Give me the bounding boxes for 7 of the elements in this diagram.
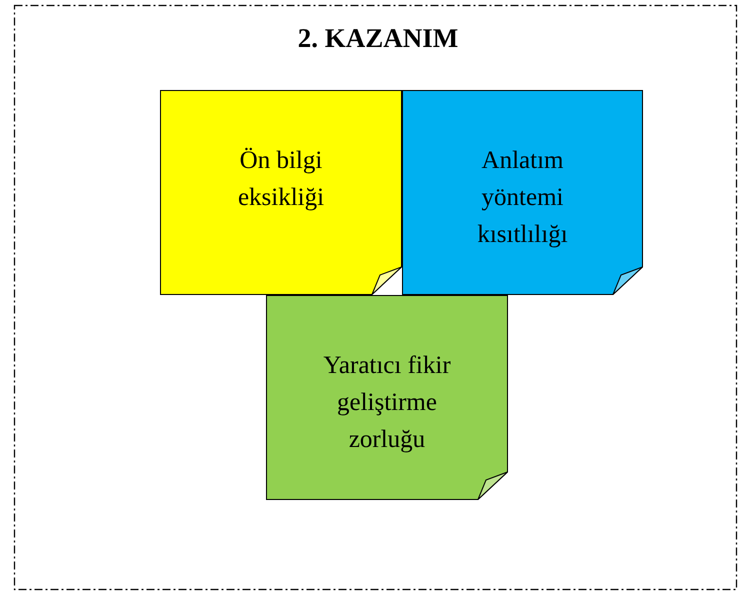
note-text: Ön bilgi eksikliği [236, 146, 326, 213]
note-text: Anlatım yöntemi kısıtlılığı [476, 146, 569, 250]
sticky-note [402, 90, 643, 295]
sticky-note [266, 295, 508, 500]
note-text: Yaratıcı fikir geliştirme zorluğu [322, 351, 452, 455]
sticky-note [160, 90, 402, 295]
diagram-title: 2. KAZANIM [296, 22, 460, 55]
